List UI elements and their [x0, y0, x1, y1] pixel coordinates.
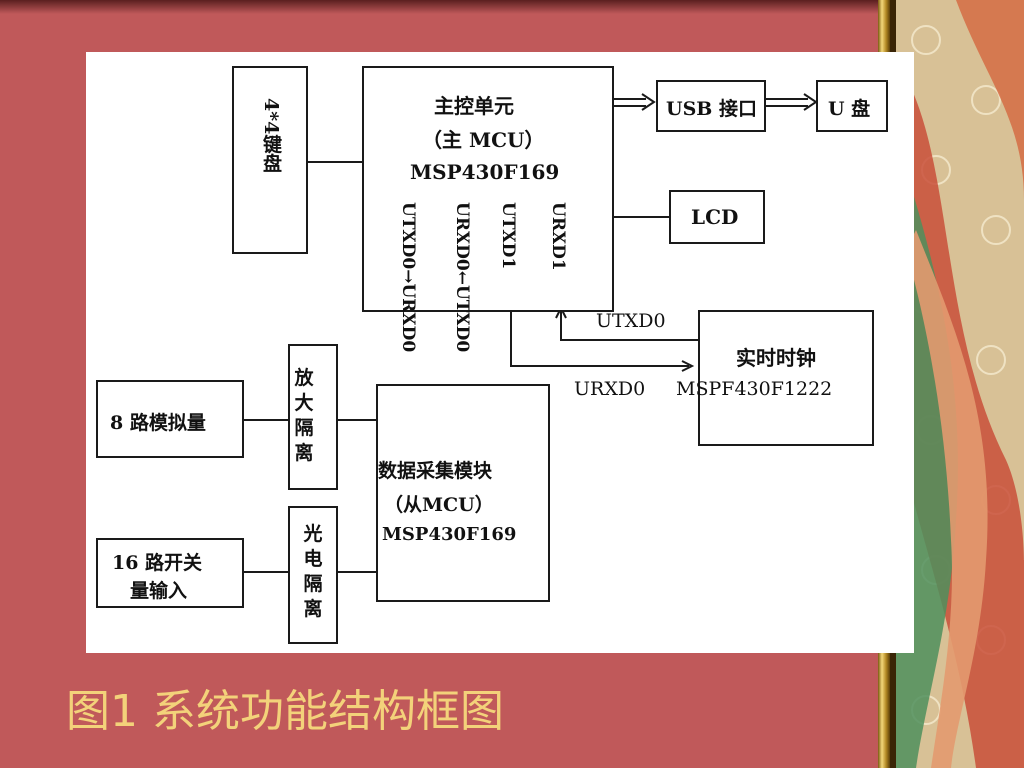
opto-isolation-box: 光电隔离 [288, 506, 338, 644]
rtc-model: MSPF430F1222 [676, 378, 833, 400]
acquisition-subtitle: （从MCU） [384, 494, 494, 516]
block-diagram: 4*4键盘 主控单元 （主 MCU） MSP430F169 URXD1 UTXD… [86, 52, 914, 653]
pin-utxd0-main: UTXD0→URXD0 [398, 202, 418, 353]
opto-isolation-label: 光电隔离 [303, 523, 323, 620]
rtc-urxd0-label: URXD0 [574, 378, 646, 400]
switch-input-box: 16 路开关 量输入 [96, 538, 244, 608]
amp-isolation-label: 放大隔离 [294, 367, 314, 464]
udisk-box: U 盘 [816, 80, 888, 132]
switch-input-line1: 16 路开关 [112, 552, 203, 574]
main-mcu-box: 主控单元 （主 MCU） MSP430F169 URXD1 UTXD1 [362, 66, 614, 312]
main-mcu-subtitle: （主 MCU） [422, 128, 545, 152]
pin-urxd0-main: URXD0←UTXD0 [452, 202, 472, 353]
decorative-pattern [896, 0, 1024, 768]
analog-input-label: 8 路模拟量 [110, 412, 206, 434]
pin-urxd1: URXD1 [548, 202, 568, 271]
rtc-box: 实时时钟 [698, 310, 874, 446]
rtc-utxd0-label: UTXD0 [596, 310, 666, 332]
rtc-title: 实时时钟 [736, 346, 816, 370]
acquisition-title: 数据采集模块 [378, 460, 493, 482]
analog-input-box: 8 路模拟量 [96, 380, 244, 458]
lcd-box: LCD [669, 190, 765, 244]
usb-box: USB 接口 [656, 80, 766, 132]
main-mcu-title: 主控单元 [434, 94, 514, 118]
main-mcu-model: MSP430F169 [410, 160, 560, 184]
udisk-label: U 盘 [828, 98, 871, 120]
pin-utxd1: UTXD1 [498, 202, 518, 270]
keypad-box: 4*4键盘 [232, 66, 308, 254]
switch-input-line2: 量输入 [130, 580, 188, 602]
acquisition-box: 数据采集模块 （从MCU） MSP430F169 [376, 384, 550, 602]
amp-isolation-box: 放大隔离 [288, 344, 338, 490]
figure-caption: 图1 系统功能结构框图 [66, 686, 504, 737]
keypad-label: 4*4键盘 [260, 98, 282, 173]
acquisition-model: MSP430F169 [382, 524, 517, 545]
usb-label: USB 接口 [666, 98, 757, 120]
top-shade [0, 0, 890, 14]
lcd-label: LCD [691, 205, 739, 229]
